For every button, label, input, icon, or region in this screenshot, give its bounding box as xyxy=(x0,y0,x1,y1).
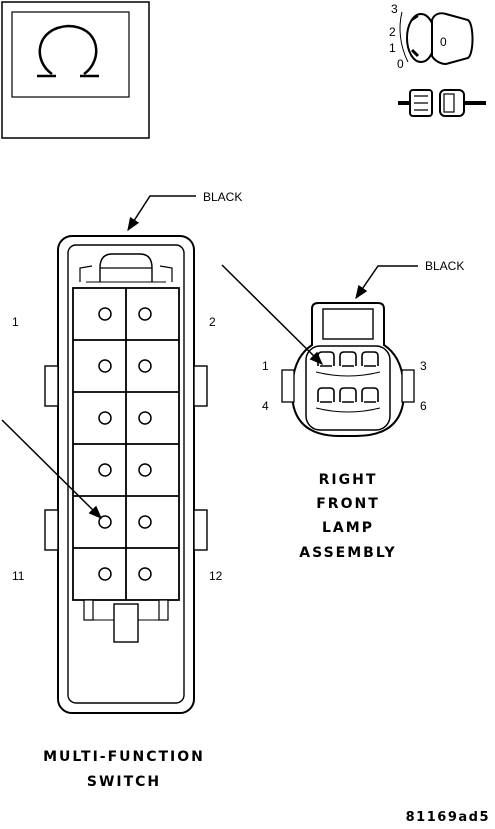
mfs-pin-label-2: 2 xyxy=(209,315,216,329)
mfs-cavity-10 xyxy=(138,515,152,529)
ignition-position-2: 2 xyxy=(389,25,396,39)
lamp-pin-label-6: 6 xyxy=(420,399,427,413)
lamp-pin-label-3: 3 xyxy=(420,359,427,373)
disconnected-connector-icon xyxy=(398,89,486,117)
mfs-pin-label-11: 11 xyxy=(12,569,25,583)
mfs-title-line-1: MULTI-FUNCTION xyxy=(43,749,205,765)
mfs-title-line-2: SWITCH xyxy=(87,774,161,790)
lamp-cavity-4 xyxy=(317,387,335,403)
lamp-cavity-2 xyxy=(339,351,357,367)
multifunction-switch-connector: BLACK xyxy=(1,190,242,790)
lamp-assembly-connector: BLACK 1 3 4 6 RIGHT FRONT LAMP ASSEMBLY xyxy=(221,259,464,561)
ignition-key-icon: 3 2 1 0 0 xyxy=(389,2,474,71)
lamp-pin-label-1: 1 xyxy=(262,359,269,373)
mfs-cavity-12 xyxy=(138,567,152,581)
lamp-cavity-5 xyxy=(339,387,357,403)
lamp-pin-label-4: 4 xyxy=(262,399,269,413)
ignition-position-0: 0 xyxy=(397,57,404,71)
ignition-position-3: 3 xyxy=(391,2,398,16)
ohm-icon xyxy=(37,24,99,78)
mfs-cavity-7 xyxy=(98,463,112,477)
lamp-wire-color-label: BLACK xyxy=(425,259,464,273)
mfs-cavity-3 xyxy=(98,359,112,373)
lamp-title-line-3: LAMP xyxy=(322,520,374,536)
ignition-key-letter: 0 xyxy=(440,35,447,49)
lamp-title-line-2: FRONT xyxy=(316,496,380,512)
mfs-cavity-5 xyxy=(98,411,112,425)
mfs-cavity-8 xyxy=(138,463,152,477)
mfs-pin-label-1: 1 xyxy=(12,315,19,329)
lamp-title-line-1: RIGHT xyxy=(319,472,378,488)
mfs-cavity-1 xyxy=(98,307,112,321)
lamp-cavity-3 xyxy=(361,351,379,367)
mfs-cavity-2 xyxy=(138,307,152,321)
ignition-position-1: 1 xyxy=(389,41,396,55)
mfs-cavity-6 xyxy=(138,411,152,425)
lamp-title-line-4: ASSEMBLY xyxy=(299,545,396,561)
lamp-cavity-6 xyxy=(361,387,379,403)
figure-id: 81169ad5 xyxy=(406,810,490,825)
ohm-meter-symbol xyxy=(1,1,150,139)
mfs-wire-color-label: BLACK xyxy=(203,190,242,204)
mfs-pin-label-12: 12 xyxy=(209,569,223,583)
mfs-cavity-11 xyxy=(98,567,112,581)
mfs-cavity-9 xyxy=(98,515,112,529)
mfs-cavity-4 xyxy=(138,359,152,373)
lamp-test-probe-arrow xyxy=(221,264,323,365)
mfs-test-probe-arrow xyxy=(1,419,102,519)
